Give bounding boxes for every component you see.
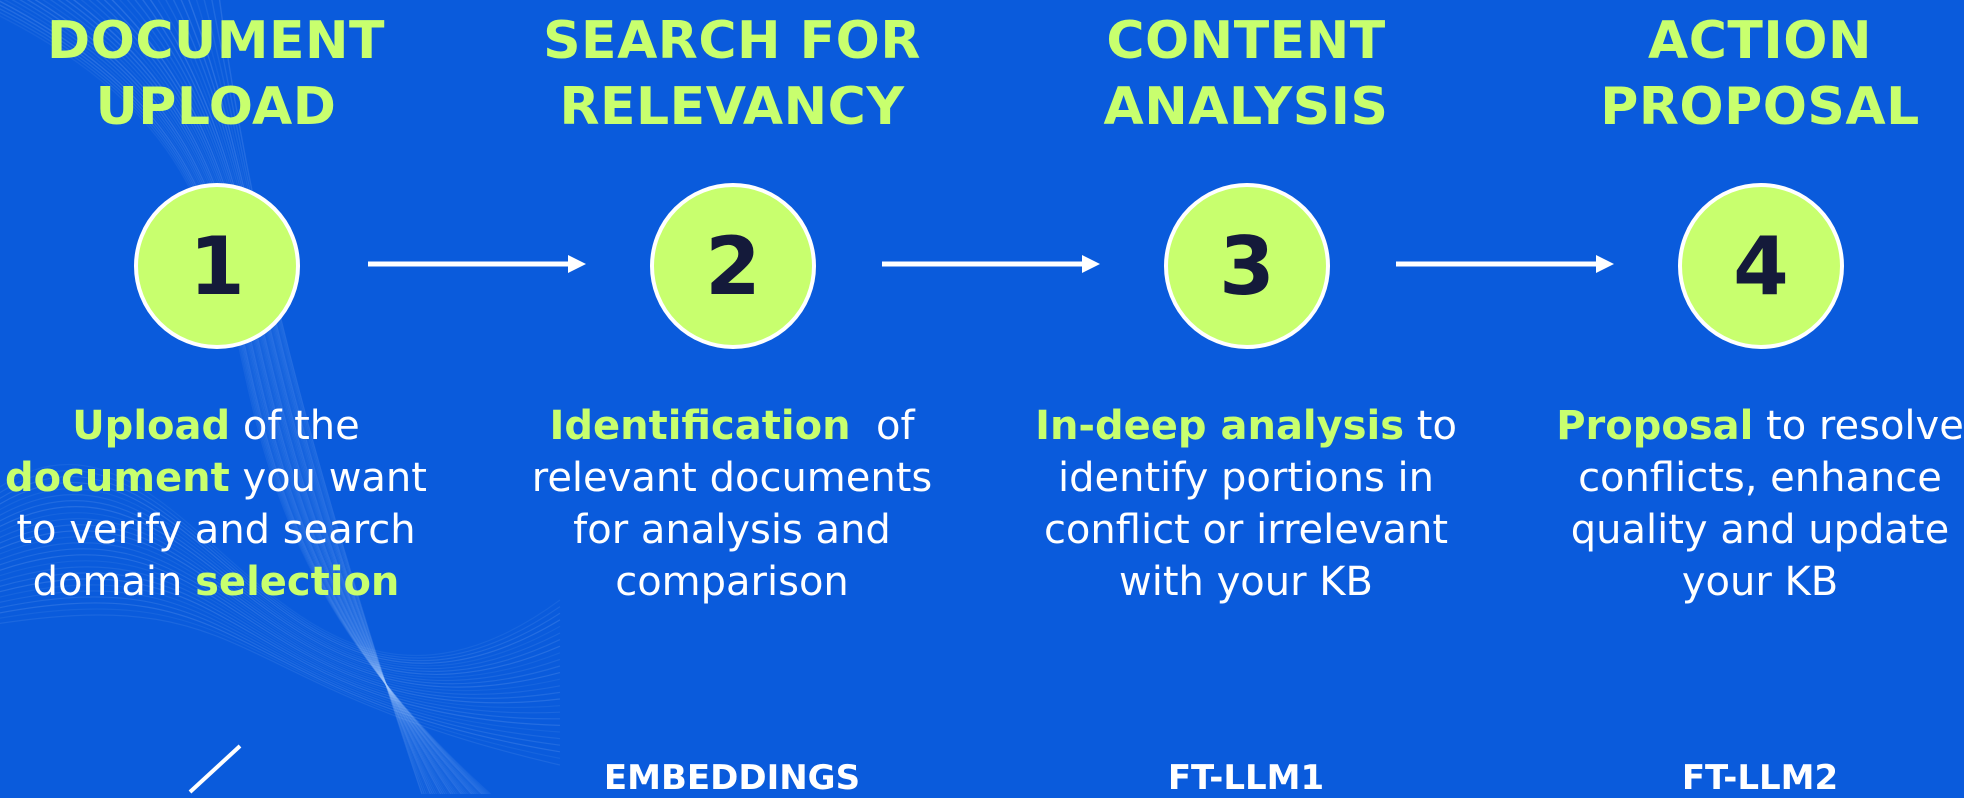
description-text: for analysis and xyxy=(573,507,891,553)
description-text: to resolve xyxy=(1753,403,1964,449)
description-line: quality and update xyxy=(1520,504,1964,556)
description-text: comparison xyxy=(615,559,849,605)
description-text: domain xyxy=(32,559,196,605)
step-number-circle: 3 xyxy=(1164,183,1330,349)
description-line: domain selection xyxy=(0,556,456,608)
step-title-line: RELEVANCY xyxy=(559,77,905,137)
description-line: your KB xyxy=(1520,556,1964,608)
description-line: In-deep analysis to xyxy=(1006,400,1486,452)
step-model-label: FT-LLM2 xyxy=(1681,758,1839,798)
description-text: quality and update xyxy=(1570,507,1950,553)
description-text: you want xyxy=(229,455,427,501)
step-number-circle: 4 xyxy=(1678,183,1844,349)
description-line: conflicts, enhance xyxy=(1520,452,1964,504)
description-line: conflict or irrelevant xyxy=(1006,504,1486,556)
step-title: CONTENT ANALYSIS xyxy=(1006,8,1486,140)
highlight-text: Proposal xyxy=(1556,403,1754,449)
description-text: to xyxy=(1404,403,1457,449)
step-number-circle: 1 xyxy=(134,183,300,349)
description-text: of xyxy=(850,403,915,449)
description-line: Identification of xyxy=(492,400,972,452)
step-title: DOCUMENT UPLOAD xyxy=(0,8,456,140)
highlight-text: Identification xyxy=(549,403,851,449)
description-line: with your KB xyxy=(1006,556,1486,608)
description-line: comparison xyxy=(492,556,972,608)
arrow-right-icon xyxy=(368,255,586,273)
description-line: relevant documents xyxy=(492,452,972,504)
description-line: identify portions in xyxy=(1006,452,1486,504)
description-text: relevant documents xyxy=(531,455,933,501)
step-title: SEARCH FOR RELEVANCY xyxy=(492,8,972,140)
description-line: to verify and search xyxy=(0,504,456,556)
step-title-line: SEARCH FOR xyxy=(543,11,921,71)
highlight-text: document xyxy=(5,455,230,501)
description-text: of the xyxy=(230,403,360,449)
arrow-right-icon xyxy=(1396,255,1614,273)
step-title-line: UPLOAD xyxy=(95,77,337,137)
step-title-line: DOCUMENT xyxy=(46,11,385,71)
highlight-text: selection xyxy=(195,559,400,605)
description-line: Upload of the xyxy=(0,400,456,452)
highlight-text: Upload xyxy=(72,403,231,449)
description-line: Proposal to resolve xyxy=(1520,400,1964,452)
description-text: identify portions in xyxy=(1058,455,1434,501)
description-text: conflicts, enhance xyxy=(1578,455,1942,501)
description-text: to verify and search xyxy=(16,507,416,553)
step-number-circle: 2 xyxy=(650,183,816,349)
decorative-slash-line xyxy=(188,744,242,794)
step-title-line: CONTENT xyxy=(1106,11,1386,71)
step-title-line: ANALYSIS xyxy=(1103,77,1389,137)
description-text: with your KB xyxy=(1119,559,1373,605)
description-text: your KB xyxy=(1681,559,1839,605)
step-title-line: ACTION xyxy=(1648,11,1872,71)
description-line: document you want xyxy=(0,452,456,504)
step-model-label: EMBEDDINGS xyxy=(603,758,861,798)
description-text: conflict or irrelevant xyxy=(1043,507,1449,553)
step-model-label: FT-LLM1 xyxy=(1167,758,1325,798)
description-line: for analysis and xyxy=(492,504,972,556)
step-title: ACTION PROPOSAL xyxy=(1520,8,1964,140)
highlight-text: In-deep analysis xyxy=(1035,403,1405,449)
arrow-right-icon xyxy=(882,255,1100,273)
step-title-line: PROPOSAL xyxy=(1600,77,1920,137)
